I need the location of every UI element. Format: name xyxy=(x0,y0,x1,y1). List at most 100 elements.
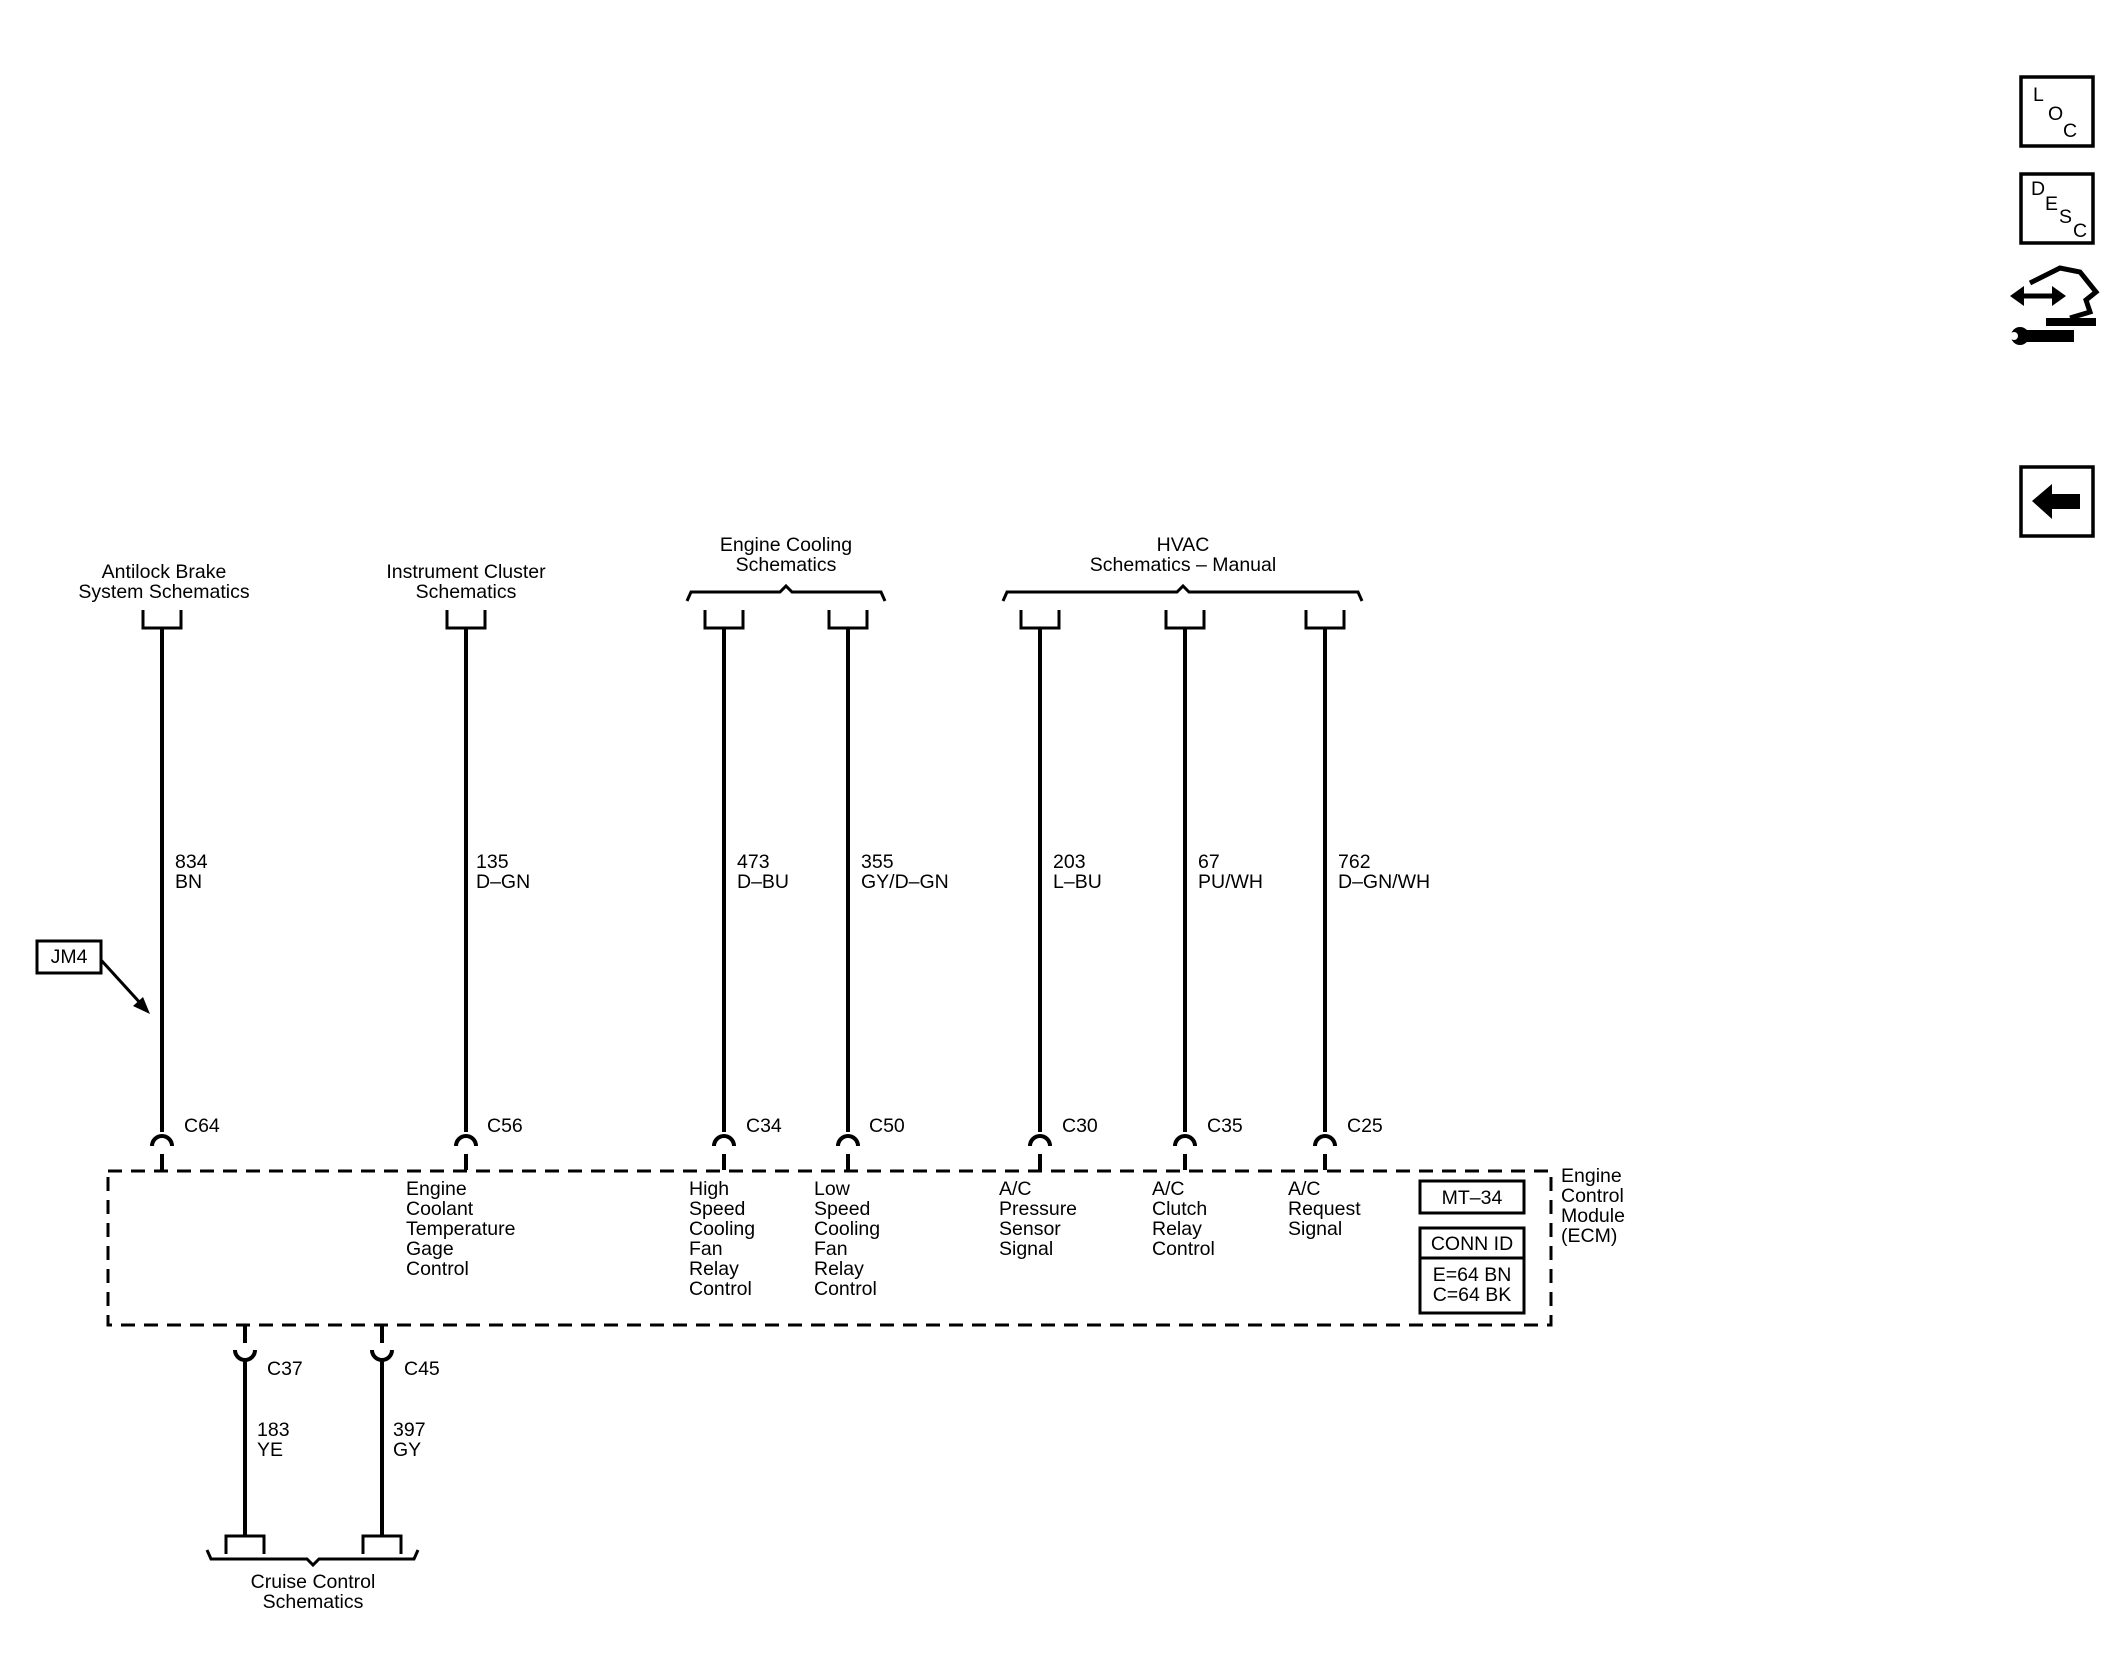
svg-text:C: C xyxy=(2063,120,2077,142)
svg-text:C56: C56 xyxy=(487,1115,523,1137)
top-connectors xyxy=(141,610,1346,630)
svg-text:E: E xyxy=(2045,193,2058,215)
svg-text:JM4: JM4 xyxy=(51,946,88,968)
conn-id-box[interactable]: CONN ID E=64 BN C=64 BK xyxy=(1418,1226,1526,1315)
svg-text:Engine: Engine xyxy=(1561,1165,1622,1187)
svg-text:GY/D–GN: GY/D–GN xyxy=(861,871,949,893)
svg-text:473: 473 xyxy=(737,851,770,873)
svg-text:Control: Control xyxy=(406,1258,469,1280)
connector-wrench-icon[interactable] xyxy=(2010,265,2100,345)
svg-text:BN: BN xyxy=(175,871,202,893)
svg-text:D–GN: D–GN xyxy=(476,871,530,893)
svg-text:Schematics: Schematics xyxy=(416,581,517,603)
svg-text:L: L xyxy=(2033,84,2044,106)
wire-473-label: 473 D–BU xyxy=(737,851,789,893)
bottom-connectors xyxy=(224,1534,403,1554)
wire-834-label: 834 BN xyxy=(175,851,208,893)
bottom-pin-labels: C37 C45 xyxy=(267,1358,440,1380)
cruise-control-brace xyxy=(205,1549,420,1568)
svg-text:D: D xyxy=(2031,178,2045,200)
svg-text:Instrument Cluster: Instrument Cluster xyxy=(386,561,546,583)
svg-text:L–BU: L–BU xyxy=(1053,871,1102,893)
module-ref-box[interactable]: MT–34 xyxy=(1418,1179,1526,1215)
svg-text:A/C: A/C xyxy=(1288,1178,1321,1200)
svg-text:D–BU: D–BU xyxy=(737,871,789,893)
function-c25: A/C Request Signal xyxy=(1288,1178,1361,1240)
svg-text:183: 183 xyxy=(257,1419,290,1441)
svg-text:Cooling: Cooling xyxy=(689,1218,755,1240)
function-c34: High Speed Cooling Fan Relay Control xyxy=(689,1178,755,1300)
svg-text:GY: GY xyxy=(393,1439,421,1461)
svg-text:HVAC: HVAC xyxy=(1157,534,1210,556)
svg-text:Cruise Control: Cruise Control xyxy=(251,1571,376,1593)
function-c35: A/C Clutch Relay Control xyxy=(1152,1178,1215,1260)
svg-text:Signal: Signal xyxy=(999,1238,1053,1260)
svg-text:Cooling: Cooling xyxy=(814,1218,880,1240)
top-pin-labels: C64 C56 C34 C50 C30 C35 C25 xyxy=(184,1115,1383,1137)
wire-135-label: 135 D–GN xyxy=(476,851,530,893)
ecm-module-outline xyxy=(106,1169,1553,1327)
back-arrow-icon[interactable] xyxy=(2019,465,2095,538)
abs-schematics-label[interactable]: Antilock Brake System Schematics xyxy=(78,561,249,603)
svg-text:Schematics – Manual: Schematics – Manual xyxy=(1090,554,1276,576)
svg-text:Schematics: Schematics xyxy=(263,1591,364,1613)
svg-text:Sensor: Sensor xyxy=(999,1218,1061,1240)
svg-text:Speed: Speed xyxy=(814,1198,870,1220)
wire-355-label: 355 GY/D–GN xyxy=(861,851,949,893)
cruise-control-schematics-label[interactable]: Cruise Control Schematics xyxy=(251,1571,376,1613)
svg-text:Coolant: Coolant xyxy=(406,1198,474,1220)
svg-text:O: O xyxy=(2048,103,2063,125)
svg-text:YE: YE xyxy=(257,1439,283,1461)
svg-text:Low: Low xyxy=(814,1178,851,1200)
desc-icon[interactable]: D E S C xyxy=(2019,172,2095,245)
svg-text:Pressure: Pressure xyxy=(999,1198,1077,1220)
wire-203-label: 203 L–BU xyxy=(1053,851,1102,893)
jm4-callout[interactable]: JM4 xyxy=(35,939,150,1014)
function-c50: Low Speed Cooling Fan Relay Control xyxy=(814,1178,880,1300)
svg-text:C25: C25 xyxy=(1347,1115,1383,1137)
function-c30: A/C Pressure Sensor Signal xyxy=(999,1178,1077,1260)
svg-text:C=64 BK: C=64 BK xyxy=(1433,1284,1512,1306)
svg-text:Temperature: Temperature xyxy=(406,1218,515,1240)
svg-text:Engine Cooling: Engine Cooling xyxy=(720,534,852,556)
svg-text:C: C xyxy=(2073,220,2087,242)
svg-text:Control: Control xyxy=(1561,1185,1624,1207)
svg-text:E=64 BN: E=64 BN xyxy=(1433,1264,1512,1286)
svg-text:C64: C64 xyxy=(184,1115,220,1137)
svg-text:397: 397 xyxy=(393,1419,426,1441)
svg-text:Relay: Relay xyxy=(1152,1218,1202,1240)
svg-text:Speed: Speed xyxy=(689,1198,745,1220)
svg-text:Relay: Relay xyxy=(814,1258,864,1280)
wire-67-label: 67 PU/WH xyxy=(1198,851,1263,893)
wire-397-label: 397 GY xyxy=(393,1419,426,1461)
svg-text:S: S xyxy=(2059,206,2072,228)
hvac-schematics-label[interactable]: HVAC Schematics – Manual xyxy=(1090,534,1276,576)
svg-text:Engine: Engine xyxy=(406,1178,467,1200)
svg-text:System Schematics: System Schematics xyxy=(78,581,249,603)
ecm-module-name: Engine Control Module (ECM) xyxy=(1561,1165,1625,1247)
engine-cooling-brace xyxy=(685,583,887,602)
wire-183-label: 183 YE xyxy=(257,1419,290,1461)
engine-cooling-schematics-label[interactable]: Engine Cooling Schematics xyxy=(720,534,852,576)
svg-text:135: 135 xyxy=(476,851,509,873)
svg-text:Relay: Relay xyxy=(689,1258,739,1280)
bottom-wires xyxy=(243,1360,384,1536)
instrument-cluster-schematics-label[interactable]: Instrument Cluster Schematics xyxy=(386,561,546,603)
svg-text:Fan: Fan xyxy=(689,1238,723,1260)
svg-text:67: 67 xyxy=(1198,851,1220,873)
hvac-brace xyxy=(1001,583,1364,602)
svg-text:D–GN/WH: D–GN/WH xyxy=(1338,871,1430,893)
top-pin-terminals xyxy=(150,1134,1337,1170)
svg-text:Control: Control xyxy=(814,1278,877,1300)
svg-text:Signal: Signal xyxy=(1288,1218,1342,1240)
svg-text:C50: C50 xyxy=(869,1115,905,1137)
svg-text:Module: Module xyxy=(1561,1205,1625,1227)
svg-text:Control: Control xyxy=(1152,1238,1215,1260)
svg-text:C35: C35 xyxy=(1207,1115,1243,1137)
svg-text:C45: C45 xyxy=(404,1358,440,1380)
svg-text:834: 834 xyxy=(175,851,208,873)
loc-icon[interactable]: L O C xyxy=(2019,75,2095,148)
svg-text:Request: Request xyxy=(1288,1198,1361,1220)
svg-text:Fan: Fan xyxy=(814,1238,848,1260)
